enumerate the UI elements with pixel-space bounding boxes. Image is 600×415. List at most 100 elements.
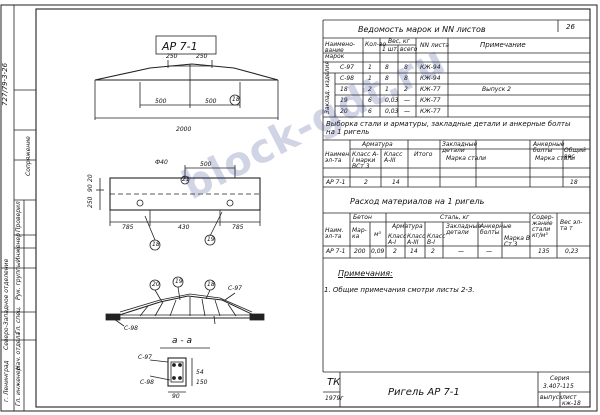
- col-weight: Вес, кг: [388, 38, 410, 45]
- rsh-col-zakl: Закладные детали: [446, 223, 482, 236]
- label-c98: С-98: [124, 325, 138, 332]
- vedomost-cell-qty: 6: [368, 97, 372, 104]
- rsh-row-dash: —: [486, 248, 492, 255]
- vedomost-cell-sheet: КЖ-77: [420, 108, 441, 115]
- dim-500: 500: [205, 98, 217, 105]
- rsh-row-marka: 200: [354, 248, 366, 255]
- vedomost-cell-qty: 1: [368, 64, 372, 71]
- vedomost-cell-name: 20: [340, 108, 348, 115]
- vedomost-cell-wall: —: [404, 108, 410, 115]
- dim-90-vert: 90: [87, 184, 94, 192]
- stamp-role: Гл. спец.: [15, 306, 22, 334]
- callout-18: 18: [232, 96, 240, 103]
- col-sheet: NN листа: [420, 42, 450, 49]
- vedomost-cell-wall: —: [404, 97, 410, 104]
- rsh-col-beton: Бетон: [353, 214, 372, 221]
- sheet-number: 26: [566, 23, 575, 31]
- vedomost-cell-w1: 0,03: [385, 97, 399, 104]
- col-name: Наимено-вание марок: [325, 41, 356, 60]
- rsh-row-a3: 14: [410, 248, 418, 255]
- dim-250: 250: [196, 53, 208, 60]
- dim-785: 785: [232, 224, 244, 231]
- vedomost-cell-sheet: КЖ-94: [420, 75, 441, 82]
- vyb-col-marka2: Марка стали: [535, 155, 576, 162]
- rsh-col-stal: Сталь, кг: [440, 214, 470, 221]
- tb-list-value: кж-18: [562, 400, 581, 407]
- vedomost-cell-sheet: КЖ-77: [420, 97, 441, 104]
- vedomost-title: Ведомость марок и NN листов: [358, 25, 486, 34]
- vedomost-cell-wall: 2: [404, 86, 408, 93]
- dim-54: 54: [196, 369, 204, 376]
- vyb-col-zakl: Закладные детали: [442, 141, 478, 154]
- label-c97: С-97: [138, 354, 152, 361]
- rsh-col-b1: Класс В-I: [427, 233, 446, 246]
- vyb-row-name: АР 7-1: [326, 179, 346, 186]
- dim-250: 250: [166, 53, 178, 60]
- rsh-col-soderzh: Содер-жание стали кг/м³: [532, 214, 554, 239]
- callout-20: 20: [152, 281, 160, 288]
- callout-19: 19: [175, 278, 183, 285]
- rsh-col-marka: Мар-ка: [352, 227, 367, 240]
- rsh-col-ankernye: Анкерные болты: [480, 223, 512, 236]
- section-title: а - а: [172, 336, 192, 346]
- tb-series-value: 3.407-115: [543, 383, 574, 390]
- dim-20-vert: 20: [87, 174, 94, 182]
- vedomost-cell-wall: 8: [404, 75, 408, 82]
- callout-18-cage: 18: [207, 281, 215, 288]
- vedomost-cell-qty: 2: [368, 86, 372, 93]
- dim-500: 500: [200, 161, 212, 168]
- rsh-col-marka-stali: Марка В Ст 3: [504, 235, 530, 248]
- tb-series-label: Серия: [550, 375, 570, 382]
- vedomost-cell-note: Выпуск 2: [482, 86, 511, 93]
- vyb-row-total: 18: [570, 179, 578, 186]
- stamp-role: Проверил: [15, 201, 22, 232]
- tb-name: Ригель АР 7-1: [388, 387, 460, 398]
- vedomost-cell-name: С-98: [340, 75, 354, 82]
- dim-250-vert: 250: [87, 196, 94, 208]
- vedomost-cell-name: 19: [340, 97, 348, 104]
- vedomost-cell-w1: 1: [385, 86, 389, 93]
- tb-list-label: лист: [562, 394, 577, 401]
- tb-year: 1979г: [325, 395, 344, 402]
- rsh-col-a3: Класс А-III: [407, 233, 426, 246]
- col-qty: Кол-во: [365, 41, 387, 48]
- vyb-col-a1: Класс А-I марки ВСт 3: [352, 151, 379, 170]
- note-item: 1. Общие примечания смотри листы 2-3.: [324, 286, 475, 294]
- stamp-title-col: Сопряжение: [25, 136, 32, 176]
- rsh-row-weight: 0,23: [565, 248, 579, 255]
- vyb-row-a1: 2: [364, 179, 368, 186]
- notes-title: Примечания:: [338, 269, 393, 278]
- rsh-row-volume: 0,09: [371, 248, 385, 255]
- drawing-title: АР 7-1: [162, 40, 198, 53]
- vyb-col-ankernye: Анкерные болты: [533, 141, 565, 154]
- rsh-col-name: Наим. эл-та: [325, 227, 344, 240]
- vyb-col-itogo: Итого: [414, 151, 433, 158]
- rsh-row-a1: 2: [393, 248, 397, 255]
- col-note: Примечание: [480, 41, 526, 49]
- dim-785: 785: [122, 224, 134, 231]
- col-wall: всего: [400, 46, 418, 53]
- rsh-col-volume: м³: [374, 231, 381, 238]
- vedomost-cell-sheet: КЖ-77: [420, 86, 441, 93]
- vyb-col-name: Наимен. эл-та: [325, 151, 352, 164]
- rsh-row-name: АР 7-1: [326, 248, 346, 255]
- vyborka-title: Выборка стали и арматуры, закладные дета…: [326, 120, 571, 137]
- callout-18: 18: [152, 241, 160, 248]
- vedomost-cell-w1: 8: [385, 64, 389, 71]
- rsh-col-weight: Вес эл-та т: [560, 219, 583, 232]
- tb-code: ТК: [327, 377, 341, 388]
- vyb-col-a3: Класс А-III: [384, 151, 403, 164]
- callout-19: 19: [207, 236, 215, 243]
- stamp-org: Северо-Западное отделение: [3, 258, 10, 350]
- vedomost-cell-qty: 6: [368, 108, 372, 115]
- stamp-role: Рук. группы: [15, 262, 22, 300]
- vyb-col-total: Общий вес: [564, 147, 586, 160]
- dim-phi40: Ф40: [155, 159, 168, 166]
- dim-500: 500: [155, 98, 167, 105]
- rsh-row-steel: 135: [538, 248, 550, 255]
- vedomost-cell-wall: 8: [404, 64, 408, 71]
- raskhod-title: Расход материалов на 1 ригель: [350, 197, 485, 206]
- callout-21: 21: [182, 176, 190, 183]
